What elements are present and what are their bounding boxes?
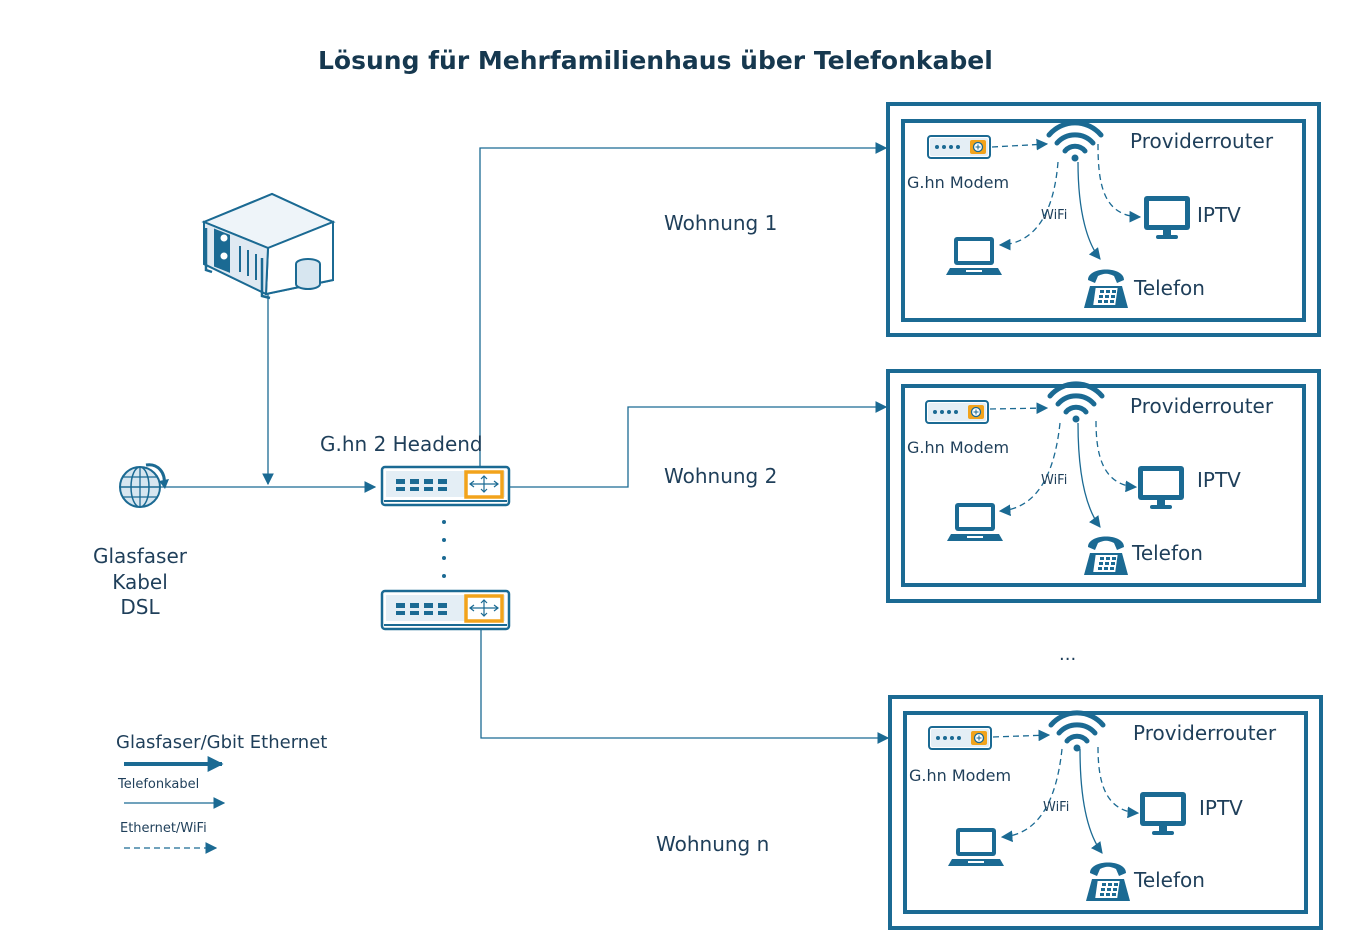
apartment-2-phone-label: Telefon (1132, 541, 1203, 565)
headend-switch-2-icon (380, 589, 511, 631)
apartment-n-router-label: Providerrouter (1133, 721, 1277, 745)
apartment-1-box (886, 102, 1321, 337)
source-label-line-3: DSL (120, 595, 160, 619)
apartment-n-wifi-label: WiFi (1043, 800, 1070, 815)
legend-fiber-label: Glasfaser/Gbit Ethernet (116, 732, 328, 753)
apartment-2-router-label: Providerrouter (1130, 394, 1274, 418)
apartment-n-phone-label: Telefon (1134, 868, 1205, 892)
server-icon (201, 192, 336, 300)
apartment-n-modem-label: G.hn Modem (909, 766, 1012, 785)
legend-phone-cable-label: Telefonkabel (118, 777, 200, 792)
apartment-1-phone-label: Telefon (1134, 276, 1205, 300)
line-to-apartment-n (480, 630, 890, 744)
page-title: Lösung für Mehrfamilienhaus über Telefon… (318, 46, 993, 75)
apartment-1-modem-label: G.hn Modem (907, 173, 1010, 192)
apartment-n-iptv-label: IPTV (1199, 796, 1243, 820)
apartment-1-wifi-label: WiFi (1041, 208, 1068, 223)
line-to-apartment-2 (507, 401, 888, 488)
apartment-2-label: Wohnung 2 (664, 464, 778, 488)
globe-icon (119, 463, 169, 508)
headend-dots (442, 520, 446, 578)
apartment-n-label: Wohnung n (656, 832, 770, 856)
apartment-n-box (888, 695, 1323, 930)
line-to-apartment-1 (479, 142, 888, 467)
legend-ethernet-wifi-label: Ethernet/WiFi (120, 821, 207, 836)
apartment-1-label: Wohnung 1 (664, 211, 778, 235)
headend-label: G.hn 2 Headend (320, 432, 483, 456)
apartment-2-wifi-label: WiFi (1041, 473, 1068, 488)
apartment-2-iptv-label: IPTV (1197, 468, 1241, 492)
apartment-2-box (886, 369, 1321, 603)
more-apartments-ellipsis: ... (1059, 644, 1077, 665)
source-label-line-2: Kabel (112, 570, 168, 594)
apartment-2-modem-label: G.hn Modem (907, 438, 1010, 457)
headend-switch-icon (380, 465, 511, 507)
source-label-line-1: Glasfaser (93, 544, 187, 568)
apartment-1-iptv-label: IPTV (1197, 203, 1241, 227)
apartment-1-router-label: Providerrouter (1130, 129, 1274, 153)
